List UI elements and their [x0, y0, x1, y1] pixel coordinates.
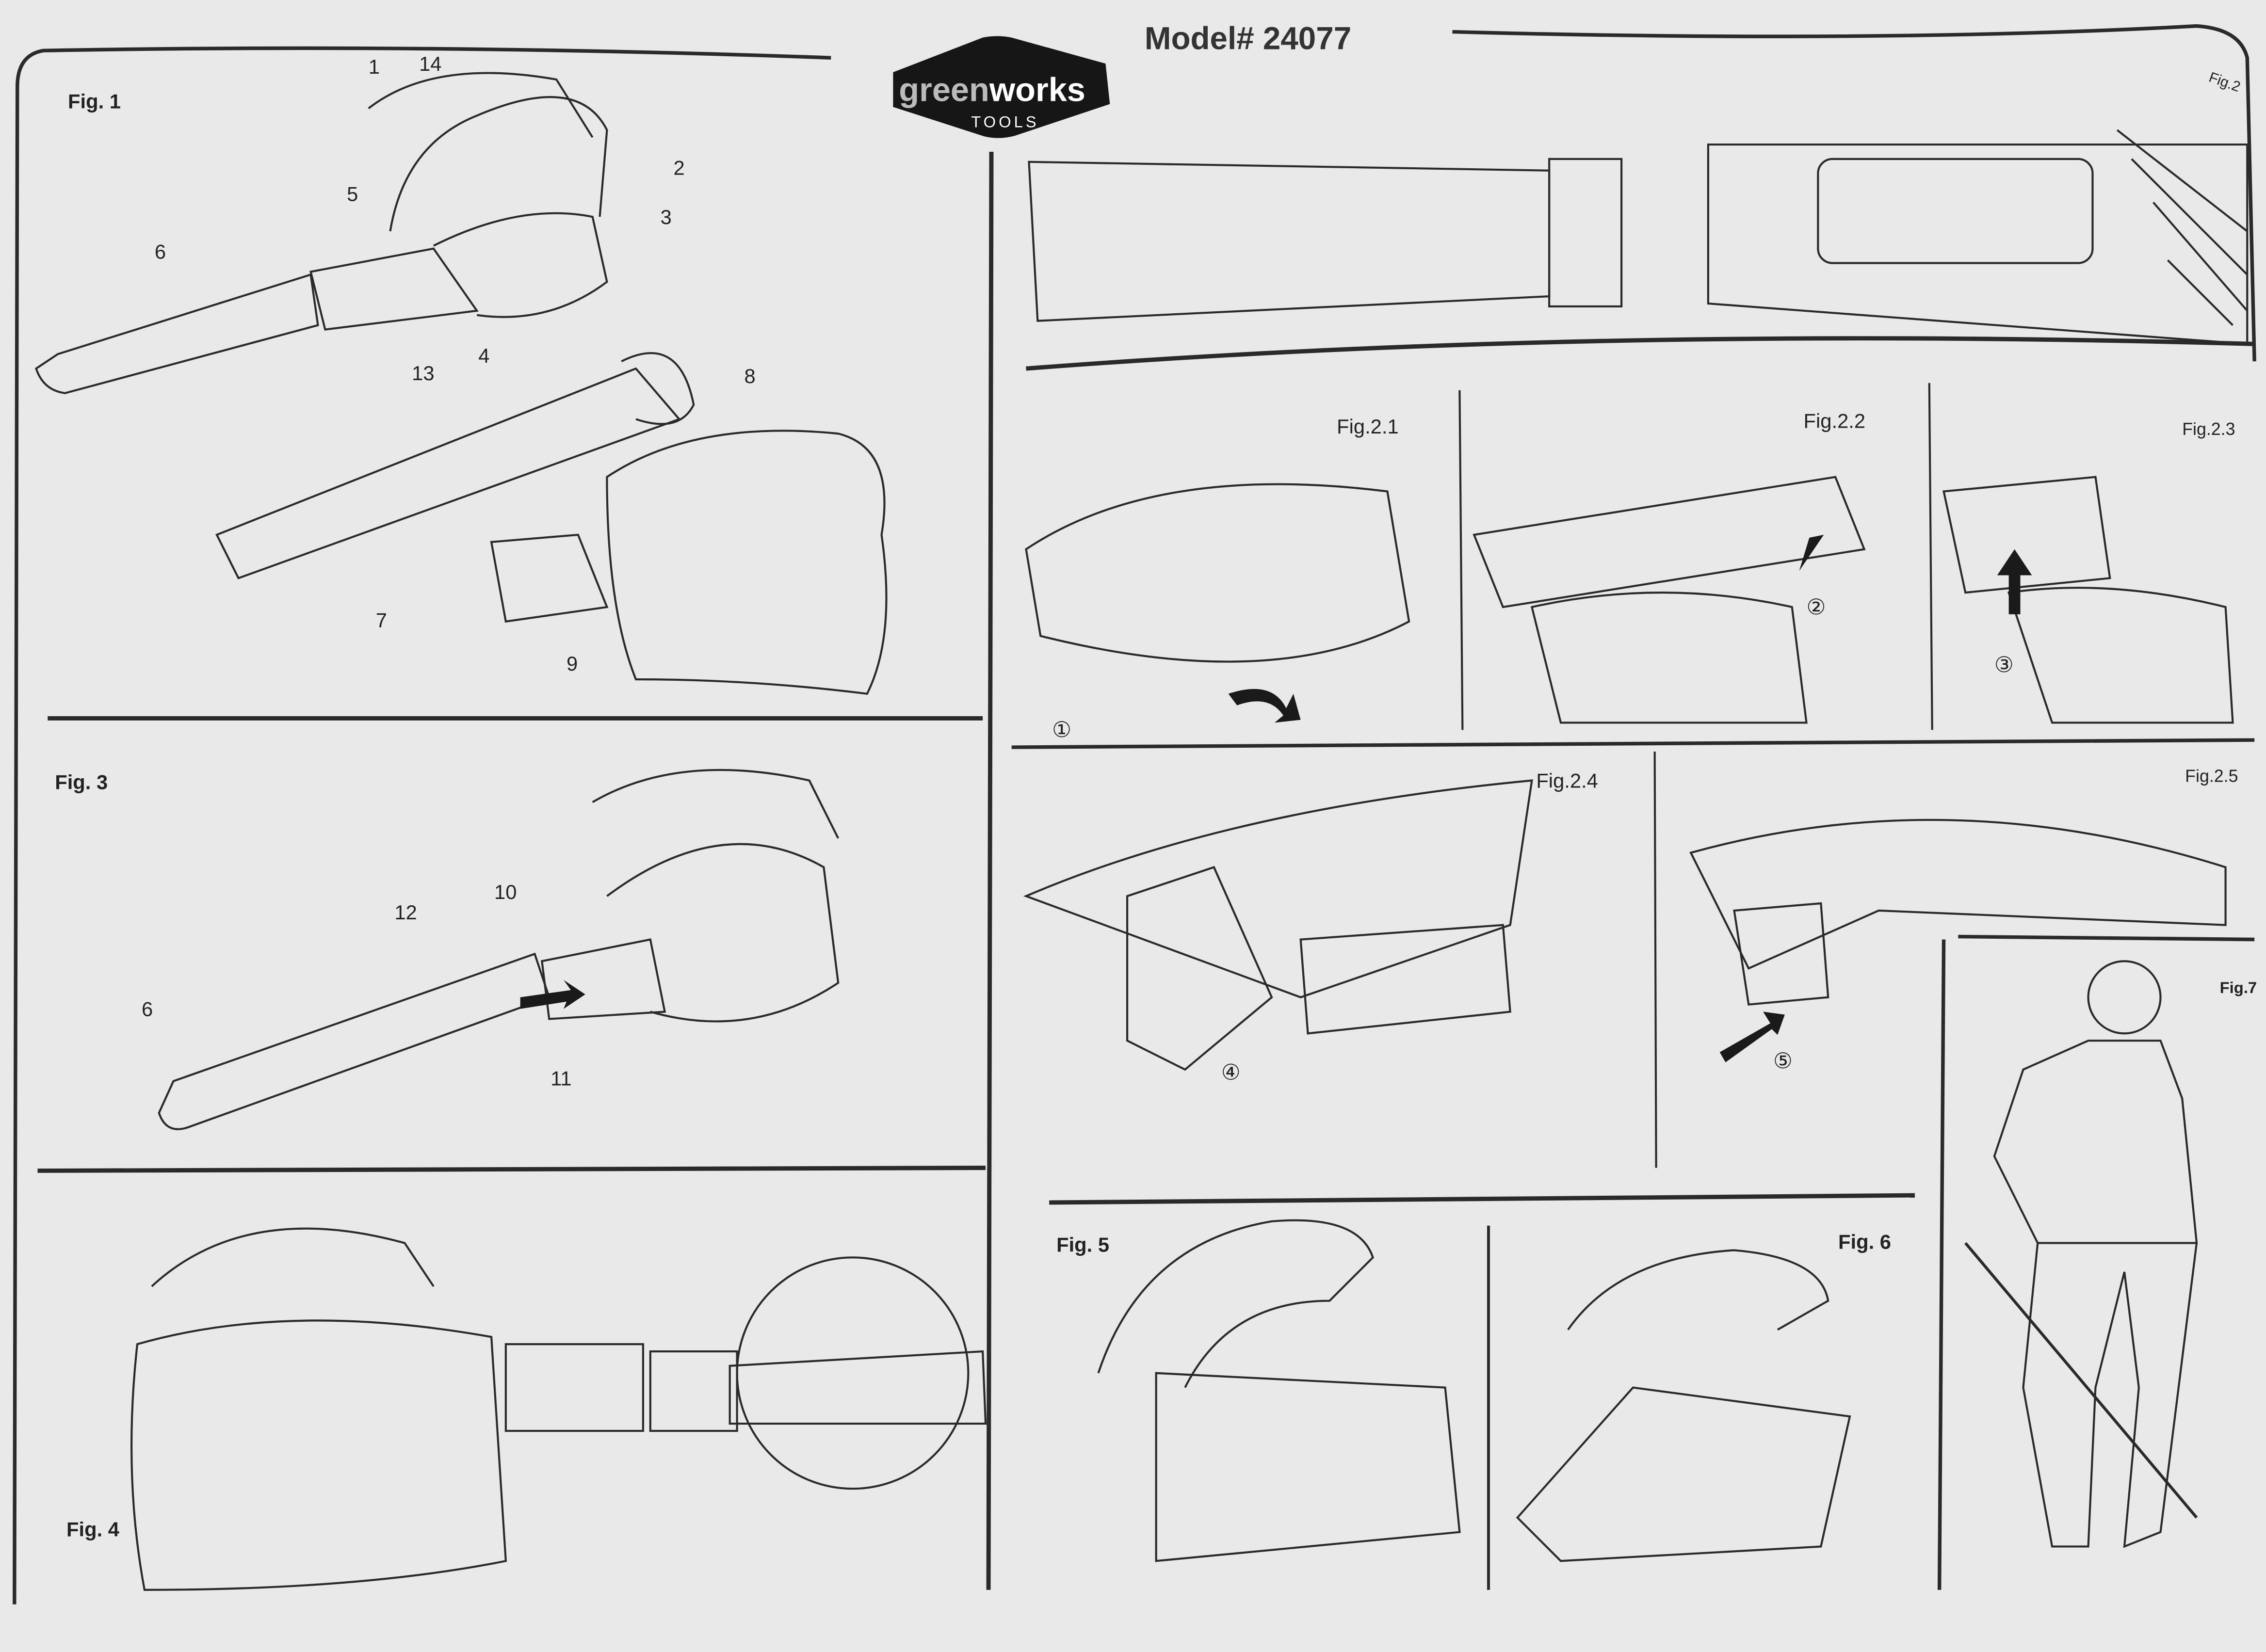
callout-5: 5 — [347, 182, 358, 206]
step-3: ③ — [1994, 653, 2014, 678]
model-number: Model# 24077 — [1144, 20, 1352, 57]
fig7-label: Fig.7 — [2219, 979, 2257, 997]
callout-6: 6 — [154, 240, 166, 263]
fig3-label: Fig. 3 — [55, 770, 108, 794]
callout-9: 9 — [566, 652, 578, 675]
callout-1: 1 — [368, 55, 380, 78]
callout-6-fig3: 6 — [142, 997, 153, 1021]
callout-10: 10 — [494, 880, 517, 903]
callout-7: 7 — [375, 608, 387, 632]
fig1-label: Fig. 1 — [68, 89, 121, 113]
callout-11: 11 — [550, 1066, 572, 1090]
fig2-4-label: Fig.2.4 — [1536, 769, 1598, 792]
arrows — [520, 534, 2032, 1062]
frame-top-right — [1452, 24, 2256, 362]
step-1: ① — [1052, 718, 1072, 743]
svg-text:TOOLS: TOOLS — [971, 112, 1039, 130]
fig2-3-label: Fig.2.3 — [2182, 419, 2235, 440]
frame-left — [13, 46, 831, 1604]
callout-3: 3 — [660, 205, 672, 228]
callout-12: 12 — [394, 900, 417, 924]
svg-text:greenworks: greenworks — [899, 71, 1085, 109]
fig2-1-label: Fig.2.1 — [1337, 415, 1399, 438]
callout-8: 8 — [744, 364, 756, 387]
callout-4: 4 — [478, 344, 490, 368]
callout-13: 13 — [412, 361, 435, 385]
fig6-label: Fig. 6 — [1838, 1230, 1891, 1253]
fig2-5-label: Fig.2.5 — [2185, 766, 2238, 786]
step-2: ② — [1806, 595, 1826, 620]
step-4: ④ — [1221, 1060, 1241, 1086]
callout-14: 14 — [419, 52, 442, 76]
callout-2: 2 — [673, 156, 685, 179]
greenworks-logo: greenworks TOOLS — [882, 32, 1120, 139]
fig2-2-label: Fig.2.2 — [1803, 409, 1866, 433]
fig4-label: Fig. 4 — [66, 1517, 120, 1541]
step-5: ⑤ — [1773, 1049, 1793, 1074]
fig5-label: Fig. 5 — [1056, 1233, 1110, 1256]
logo-badge: greenworks TOOLS — [893, 36, 1110, 138]
